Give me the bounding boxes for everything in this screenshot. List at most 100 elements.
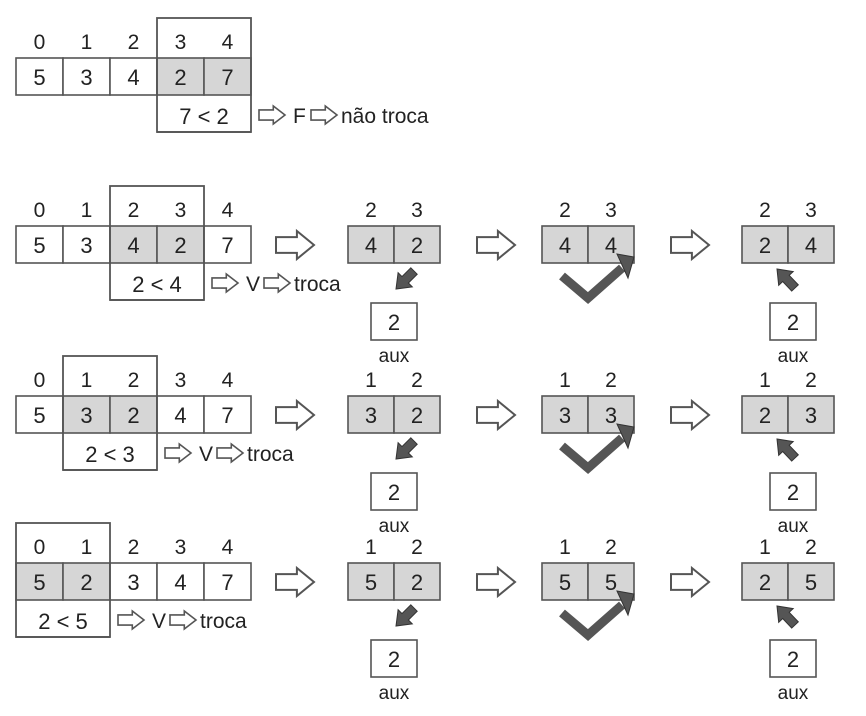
- pair-index-label: 3: [411, 199, 423, 222]
- save-to-aux-arrow-icon: [395, 604, 418, 627]
- pair-cell: [393, 562, 441, 601]
- save-to-aux-arrow-icon: [395, 437, 418, 460]
- step-arrow-icon: [476, 228, 517, 262]
- aux-value: 2: [787, 480, 799, 505]
- action-arrow-icon: [169, 609, 198, 631]
- pair-cell: [393, 395, 441, 434]
- pair-index-label: 1: [559, 369, 571, 392]
- aux-value: 2: [388, 480, 400, 505]
- pair-cell-value: 2: [759, 233, 771, 258]
- array-cell-value: 7: [221, 233, 233, 258]
- aux-label: aux: [379, 516, 410, 537]
- pair-cell-value: 5: [365, 570, 377, 595]
- step-arrow-icon: [670, 228, 711, 262]
- aux-value: 2: [787, 647, 799, 672]
- aux-cell: [370, 639, 418, 678]
- pair-index-label: 2: [759, 199, 771, 222]
- array-cell-value: 4: [127, 65, 139, 90]
- comparison-result: V: [152, 610, 166, 633]
- array-cell-value: 5: [33, 65, 45, 90]
- check-arrow-head: [616, 253, 635, 280]
- pair-index-label: 1: [365, 369, 377, 392]
- pair-cell-value: 5: [559, 570, 571, 595]
- array-cell: [109, 225, 158, 264]
- array-index-label: 0: [34, 199, 46, 222]
- array-cell-value: 4: [174, 570, 186, 595]
- pair-cell: [541, 562, 589, 601]
- pair-cell: [787, 225, 835, 264]
- array-cell: [156, 562, 205, 601]
- comparison-expression: 7 < 2: [179, 104, 229, 129]
- array-cell-value: 3: [80, 233, 92, 258]
- array-cell-value: 7: [221, 403, 233, 428]
- pair-cell-value: 2: [411, 233, 423, 258]
- pair-cell-value: 5: [605, 570, 617, 595]
- pair-cell-value: 2: [759, 403, 771, 428]
- array-cell-value: 5: [33, 570, 45, 595]
- comparison-expression: 2 < 3: [85, 442, 135, 467]
- array-cell: [62, 562, 111, 601]
- pair-cell: [541, 395, 589, 434]
- pair-cell-value: 4: [805, 233, 817, 258]
- pair-index-label: 3: [605, 199, 617, 222]
- array-cell: [15, 57, 64, 96]
- array-cell-value: 2: [174, 65, 186, 90]
- array-index-label: 1: [81, 369, 93, 392]
- pair-cell: [787, 395, 835, 434]
- array-index-label: 4: [222, 369, 234, 392]
- array-index-label: 0: [34, 31, 46, 54]
- array-index-label: 3: [175, 199, 187, 222]
- aux-cell: [769, 472, 817, 511]
- action-arrow-icon: [310, 104, 339, 126]
- pair-index-label: 2: [605, 536, 617, 559]
- aux-label: aux: [778, 516, 809, 537]
- array-cell: [203, 395, 252, 434]
- result-arrow-icon: [117, 609, 146, 631]
- aux-cell: [769, 639, 817, 678]
- pair-cell: [541, 225, 589, 264]
- array-cell: [62, 57, 111, 96]
- array-index-label: 4: [222, 199, 234, 222]
- action-arrow-icon: [216, 442, 245, 464]
- aux-cell: [769, 302, 817, 341]
- array-cell-value: 3: [127, 570, 139, 595]
- copy-value-arrow-icon: [559, 423, 635, 474]
- aux-label: aux: [379, 346, 410, 367]
- aux-label: aux: [778, 346, 809, 367]
- step-arrow-icon: [275, 565, 316, 599]
- save-to-aux-arrow-icon: [395, 267, 418, 290]
- aux-cell: [370, 302, 418, 341]
- array-index-label: 0: [34, 536, 46, 559]
- array-index-label: 3: [175, 536, 187, 559]
- array-cell: [109, 562, 158, 601]
- step-arrow-icon: [670, 565, 711, 599]
- pair-cell-value: 2: [759, 570, 771, 595]
- result-arrow-icon: [164, 442, 193, 464]
- array-cell: [156, 395, 205, 434]
- array-index-label: 3: [175, 369, 187, 392]
- array-cell-value: 2: [127, 403, 139, 428]
- step-arrow-icon: [476, 398, 517, 432]
- array-cell: [62, 225, 111, 264]
- step-arrow-icon: [670, 398, 711, 432]
- array-index-label: 2: [128, 536, 140, 559]
- action-label: troca: [294, 273, 341, 296]
- aux-box-end: 2 aux: [769, 472, 817, 537]
- pair-cell-value: 4: [559, 233, 571, 258]
- array-index-label: 4: [222, 536, 234, 559]
- copy-value-arrow-icon: [559, 253, 635, 304]
- check-arrow-stroke: [559, 601, 625, 641]
- pair-cell: [347, 395, 395, 434]
- array-cell: [203, 57, 252, 96]
- pair-cell: [347, 225, 395, 264]
- pair-index-label: 1: [759, 536, 771, 559]
- comparison-result: V: [246, 273, 260, 296]
